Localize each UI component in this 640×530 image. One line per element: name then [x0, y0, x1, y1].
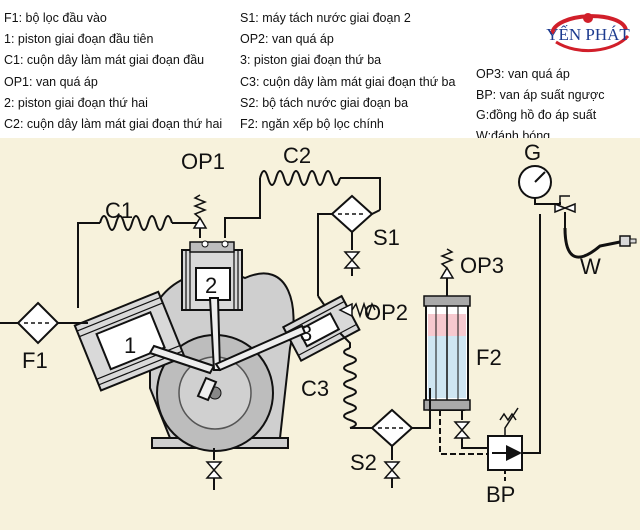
compressor-diagram: 1 2 3 OP1 C2 C: [0, 138, 640, 530]
f2-label: F2: [476, 345, 502, 370]
f1-label: F1: [22, 348, 48, 373]
f2-piping: [439, 410, 488, 455]
s1-to-cylinder-3-pipe: [317, 295, 326, 307]
legend-f2: F2: ngăn xếp bộ lọc chính: [240, 117, 384, 132]
legend: F1: bộ lọc đầu vào 1: piston giai đoạn đ…: [0, 0, 640, 143]
w-label: W: [580, 254, 601, 279]
s1-label: S1: [373, 225, 400, 250]
legend-s1: S1: máy tách nước giai đoạn 2: [240, 11, 411, 25]
c1-label: C1: [105, 198, 133, 223]
op1-label: OP1: [181, 149, 225, 174]
legend-piston-1: 1: piston giai đoạn đầu tiên: [4, 32, 154, 47]
legend-op1: OP1: van quá áp: [4, 74, 98, 89]
bp-label: BP: [486, 482, 515, 507]
relief-valve-op2: [338, 301, 376, 319]
piston-1-label: 1: [124, 333, 136, 358]
pressure-gauge-g: [518, 165, 561, 205]
legend-bp: BP: van áp suất ngược: [476, 87, 605, 102]
water-separator-s1: [317, 194, 381, 296]
piston-2-label: 2: [205, 273, 217, 298]
cooling-coil-c2: [224, 170, 381, 238]
op2-label: OP2: [364, 300, 408, 325]
c3-label: C3: [301, 376, 329, 401]
legend-column-1: F1: bộ lọc đầu vào 1: piston giai đoạn đ…: [4, 8, 222, 135]
legend-column-3: OP3: van quá áp BP: van áp suất ngược G:…: [476, 64, 604, 146]
back-pressure-valve-bp: [487, 214, 541, 483]
legend-piston-3: 3: piston giai đoạn thứ ba: [240, 53, 382, 68]
cylinder-1: [73, 290, 186, 392]
s2-label: S2: [350, 450, 377, 475]
legend-f1: F1: bộ lọc đầu vào: [4, 11, 107, 25]
legend-c3: C3: cuộn dây làm mát giai đoạn thứ ba: [240, 74, 456, 89]
legend-g: G:đồng hồ đo áp suất: [476, 108, 597, 122]
filling-whip-w: [554, 195, 637, 259]
filter-stack-f2: [423, 248, 471, 411]
legend-op3: OP3: van quá áp: [476, 67, 570, 81]
legend-op2: OP2: van quá áp: [240, 32, 334, 47]
drain-valve: [205, 448, 223, 490]
relief-valve-op1: [192, 194, 229, 248]
op3-label: OP3: [460, 253, 504, 278]
c2-label: C2: [283, 143, 311, 168]
logo-text: YẾN PHÁT: [546, 25, 630, 44]
brand-logo: YẾN PHÁT: [546, 13, 630, 53]
cooling-coil-c3: [339, 332, 392, 429]
legend-column-2: S1: máy tách nước giai đoạn 2 OP2: van q…: [240, 8, 455, 135]
legend-s2: S2: bộ tách nước giai đoạn ba: [240, 95, 409, 110]
legend-piston-2: 2: piston giai đoạn thứ hai: [4, 95, 148, 110]
water-separator-s2: [370, 408, 431, 488]
legend-c1: C1: cuộn dây làm mát giai đoạn đầu: [4, 53, 205, 68]
legend-c2: C2: cuộn dây làm mát giai đoạn thứ hai: [4, 117, 223, 132]
inlet-filter-f1: [16, 301, 78, 345]
g-label: G: [524, 140, 541, 165]
connecting-rods: [148, 297, 307, 402]
